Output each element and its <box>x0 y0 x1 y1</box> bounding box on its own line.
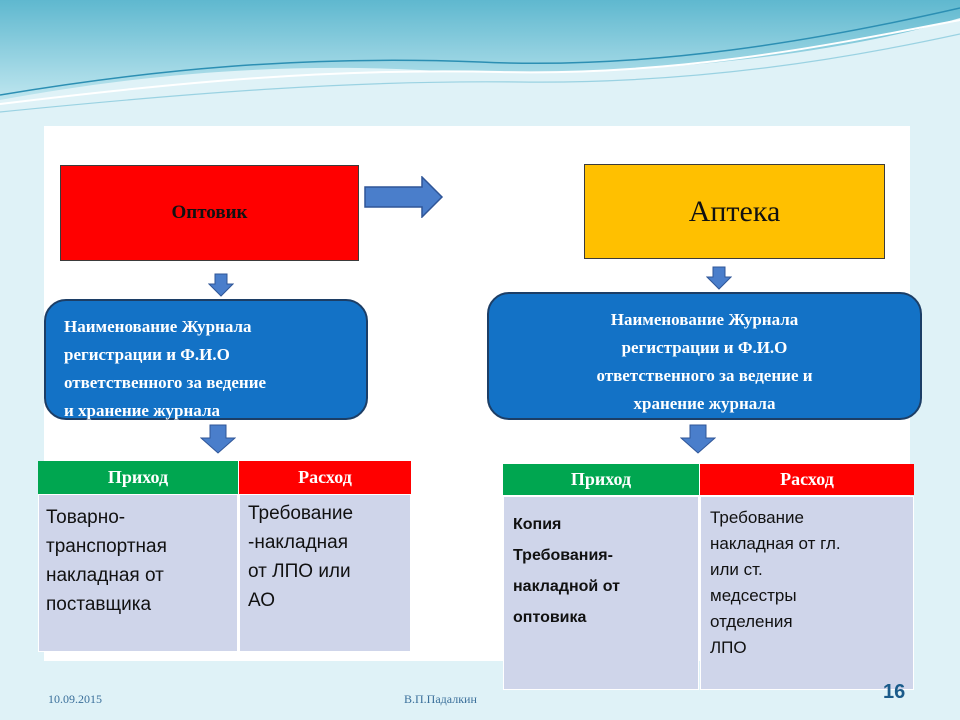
journal-line: хранение журнала <box>633 394 776 413</box>
right-income-header: Приход <box>503 464 699 495</box>
right-journal-bubble: Наименование Журнала регистрации и Ф.И.О… <box>487 292 922 420</box>
footer-date: 10.09.2015 <box>48 692 102 706</box>
arrow-down-icon <box>706 266 732 290</box>
left-journal-bubble: Наименование Журнала регистрации и Ф.И.О… <box>44 299 368 420</box>
cell-line: -накладная <box>248 532 349 553</box>
cell-line: АО <box>248 590 276 611</box>
journal-line: регистрации и Ф.И.О <box>64 345 230 364</box>
cell-line: ЛПО <box>710 638 747 657</box>
right-income-cell: Копия Требования- накладной от оптовика <box>503 496 699 690</box>
cell-line: Копия <box>513 516 562 533</box>
arrow-down-icon <box>680 424 716 454</box>
left-expense-cell: Требование -накладная от ЛПО или АО <box>239 494 411 652</box>
journal-line: регистрации и Ф.И.О <box>621 338 788 357</box>
journal-line: и хранение журнала <box>64 401 220 420</box>
right-income-header-label: Приход <box>570 469 632 489</box>
cell-line: Требования- <box>513 547 613 564</box>
arrow-right-icon <box>364 176 444 218</box>
cell-line: Требование <box>710 508 804 527</box>
cell-line: оптовика <box>513 609 587 626</box>
cell-line: Требование <box>248 503 354 524</box>
cell-line: накладной от <box>513 578 620 595</box>
journal-line: Наименование Журнала <box>610 310 799 329</box>
wholesaler-label: Оптовик <box>171 202 248 223</box>
left-income-cell: Товарно- транспортная накладная от поста… <box>38 494 238 652</box>
pharmacy-label: Аптека <box>688 194 781 228</box>
journal-line: ответственного за ведение <box>64 373 267 392</box>
cell-line: транспортная <box>46 536 167 557</box>
cell-line: поставщика <box>46 594 152 615</box>
left-expense-header-label: Расход <box>298 467 352 487</box>
footer-author: В.П.Падалкин <box>404 692 477 706</box>
right-expense-header: Расход <box>700 464 914 495</box>
arrow-down-icon <box>208 273 234 297</box>
cell-line: Товарно- <box>46 507 126 528</box>
cell-line: от ЛПО или <box>248 561 351 582</box>
wholesaler-box: Оптовик <box>60 165 359 261</box>
right-expense-header-label: Расход <box>780 469 834 489</box>
right-expense-cell: Требование накладная от гл. или ст. медс… <box>700 496 914 690</box>
journal-line: Наименование Журнала <box>64 317 252 336</box>
arrow-down-icon <box>200 424 236 454</box>
left-expense-header: Расход <box>239 461 411 494</box>
cell-line: медсестры <box>710 586 797 605</box>
cell-line: отделения <box>710 612 793 631</box>
left-income-header-label: Приход <box>107 467 169 487</box>
cell-line: накладная от <box>46 565 164 586</box>
cell-line: накладная от гл. <box>710 534 841 553</box>
page-number: 16 <box>883 681 906 703</box>
pharmacy-box: Аптека <box>584 164 885 259</box>
cell-line: или ст. <box>710 560 763 579</box>
left-income-header: Приход <box>38 461 238 494</box>
wave-decoration <box>0 0 960 130</box>
journal-line: ответственного за ведение и <box>596 366 813 385</box>
